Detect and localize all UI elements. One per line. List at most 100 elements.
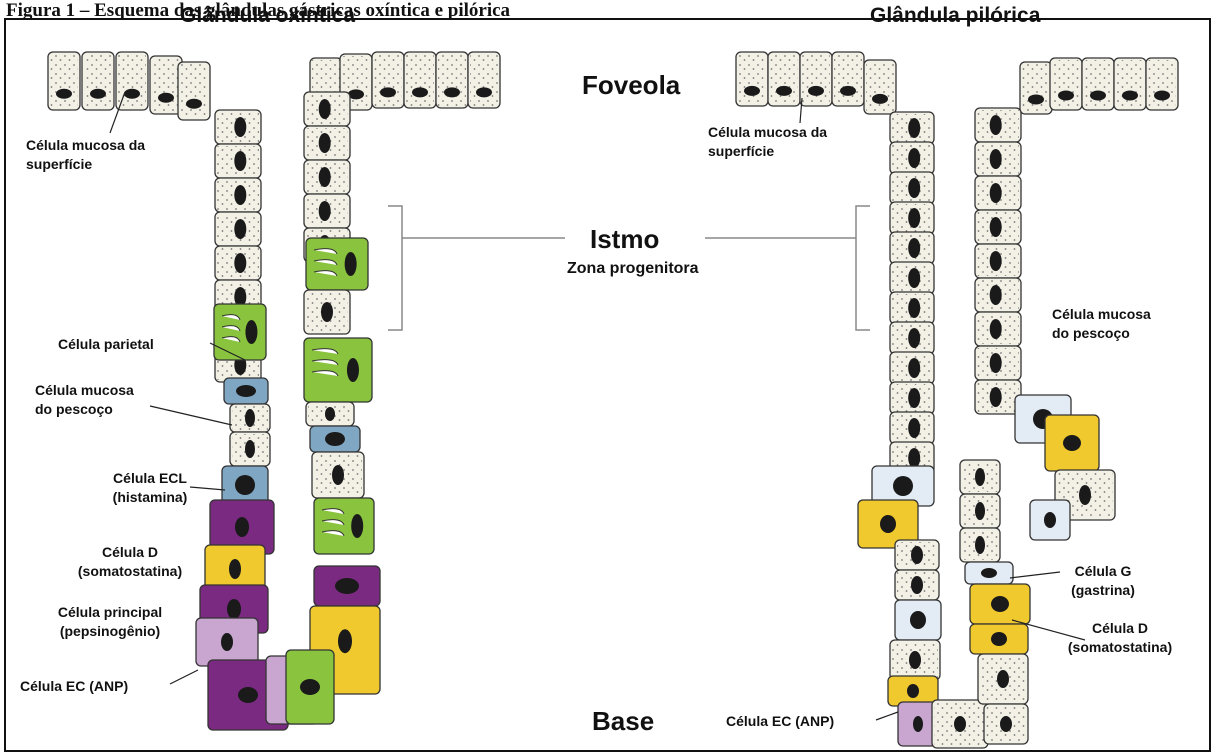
surface-mucous-cell <box>864 60 896 114</box>
pyloric-surface-mucous-label: Célula mucosa dasuperfície <box>708 123 827 161</box>
mucous-neck-cell <box>890 382 934 414</box>
surface-mucous-cell <box>468 52 500 108</box>
d-cell <box>970 584 1030 624</box>
istmo-bracket-left <box>388 206 565 330</box>
progenitor-zone-label: Zona progenitora <box>567 260 699 278</box>
d-cell <box>1045 415 1099 471</box>
mucous-neck-cell <box>932 700 988 748</box>
g-cell <box>895 600 941 640</box>
mucous-neck-cell <box>304 160 350 194</box>
mucous-neck-cell <box>215 212 261 246</box>
surface-mucous-cell <box>800 52 832 106</box>
surface-mucous-cell <box>82 52 114 110</box>
mucous-neck-cell <box>975 278 1021 312</box>
mucous-neck-cell <box>895 540 939 570</box>
mucous-neck-cell <box>215 144 261 178</box>
surface-mucous-cell <box>1082 58 1114 110</box>
mucous-neck-cell <box>312 452 364 498</box>
oxyntic-surface-epithelium <box>48 52 500 120</box>
pyloric-g-cell-label: Célula G(gastrina) <box>1058 562 1148 600</box>
mucous-neck-cell <box>304 126 350 160</box>
surface-mucous-cell <box>372 52 404 108</box>
parietal-cell <box>304 338 372 402</box>
mucous-neck-cell <box>890 640 940 680</box>
mucous-neck-cell <box>890 292 934 324</box>
base-label: Base <box>592 706 654 737</box>
mucous-neck-cell <box>960 528 1000 562</box>
surface-mucous-cell <box>768 52 800 106</box>
mucous-neck-cell <box>975 142 1021 176</box>
surface-mucous-cell <box>48 52 80 110</box>
mucous-neck-cell <box>230 404 270 432</box>
mucous-neck-cell <box>306 402 354 426</box>
mucous-neck-cell <box>890 202 934 234</box>
parietal-cell <box>214 304 266 360</box>
mucous-neck-cell <box>890 352 934 384</box>
mucous-neck-cell <box>215 110 261 144</box>
oxyntic-ec-cell-label: Célula EC (ANP) <box>20 677 128 696</box>
surface-mucous-cell <box>178 62 210 120</box>
oxyntic-base-cells <box>208 650 334 730</box>
mucous-neck-cell <box>960 460 1000 494</box>
mucous-neck-cell <box>895 570 939 600</box>
surface-mucous-cell <box>1020 62 1052 114</box>
oxyntic-left-wall <box>196 110 274 666</box>
mucous-neck-cell <box>890 232 934 264</box>
mucous-neck-cell <box>975 176 1021 210</box>
pyloric-d-cell-label: Célula D(somatostatina) <box>1050 619 1190 657</box>
surface-mucous-cell <box>736 52 768 106</box>
mucous-neck-cell <box>984 704 1028 744</box>
mucous-neck-cell <box>975 380 1021 414</box>
d-cell <box>970 624 1028 654</box>
mucous-neck-cell <box>960 494 1000 528</box>
surface-mucous-cell <box>150 56 182 114</box>
mucous-neck-cell <box>215 246 261 280</box>
mucous-neck-cell <box>975 244 1021 278</box>
mucous-neck-cell <box>304 290 350 334</box>
oxyntic-ecl-label: Célula ECL(histamina) <box>108 469 192 507</box>
oxyntic-right-wall <box>304 92 380 694</box>
pyloric-ec-cell-label: Célula EC (ANP) <box>726 712 834 731</box>
mucous-neck-cell <box>890 322 934 354</box>
mucous-neck-cell <box>890 172 934 204</box>
mucous-neck-cell <box>890 142 934 174</box>
neck-mucous-cell <box>224 378 268 404</box>
surface-mucous-cell <box>832 52 864 106</box>
chief-cell <box>314 566 380 606</box>
mucous-neck-cell <box>975 346 1021 380</box>
surface-mucous-cell <box>1146 58 1178 110</box>
istmo-label: Istmo <box>590 224 659 255</box>
mucous-neck-cell <box>975 210 1021 244</box>
surface-mucous-cell <box>1114 58 1146 110</box>
mucous-neck-cell <box>215 178 261 212</box>
istmo-bracket-right <box>705 206 870 330</box>
mucous-neck-cell <box>975 108 1021 142</box>
ecl-cell <box>222 466 268 504</box>
oxyntic-chief-cell-label: Célula principal(pepsinogênio) <box>40 603 180 641</box>
surface-mucous-cell <box>116 52 148 110</box>
oxyntic-d-cell-label: Célula D(somatostatina) <box>70 543 190 581</box>
pyloric-gland-title: Glândula pilórica <box>870 4 1040 28</box>
foveola-label: Foveola <box>582 70 680 101</box>
mucous-neck-cell <box>890 112 934 144</box>
g-cell <box>965 562 1013 584</box>
parietal-cell <box>306 238 368 290</box>
surface-mucous-cell <box>404 52 436 108</box>
oxyntic-parietal-label: Célula parietal <box>58 335 154 354</box>
ec-cell <box>196 618 258 666</box>
surface-mucous-cell <box>1050 58 1082 110</box>
mucous-neck-cell <box>890 262 934 294</box>
pyloric-surface-epithelium <box>736 52 1178 114</box>
mucous-neck-cell <box>975 312 1021 346</box>
mucous-neck-cell <box>890 412 934 444</box>
oxyntic-gland-title: Glândula oxíntica <box>180 4 355 28</box>
mucous-neck-cell <box>230 432 270 466</box>
g-cell <box>1030 500 1070 540</box>
surface-mucous-cell <box>436 52 468 108</box>
parietal-cell <box>314 498 374 554</box>
mucous-neck-cell <box>304 194 350 228</box>
